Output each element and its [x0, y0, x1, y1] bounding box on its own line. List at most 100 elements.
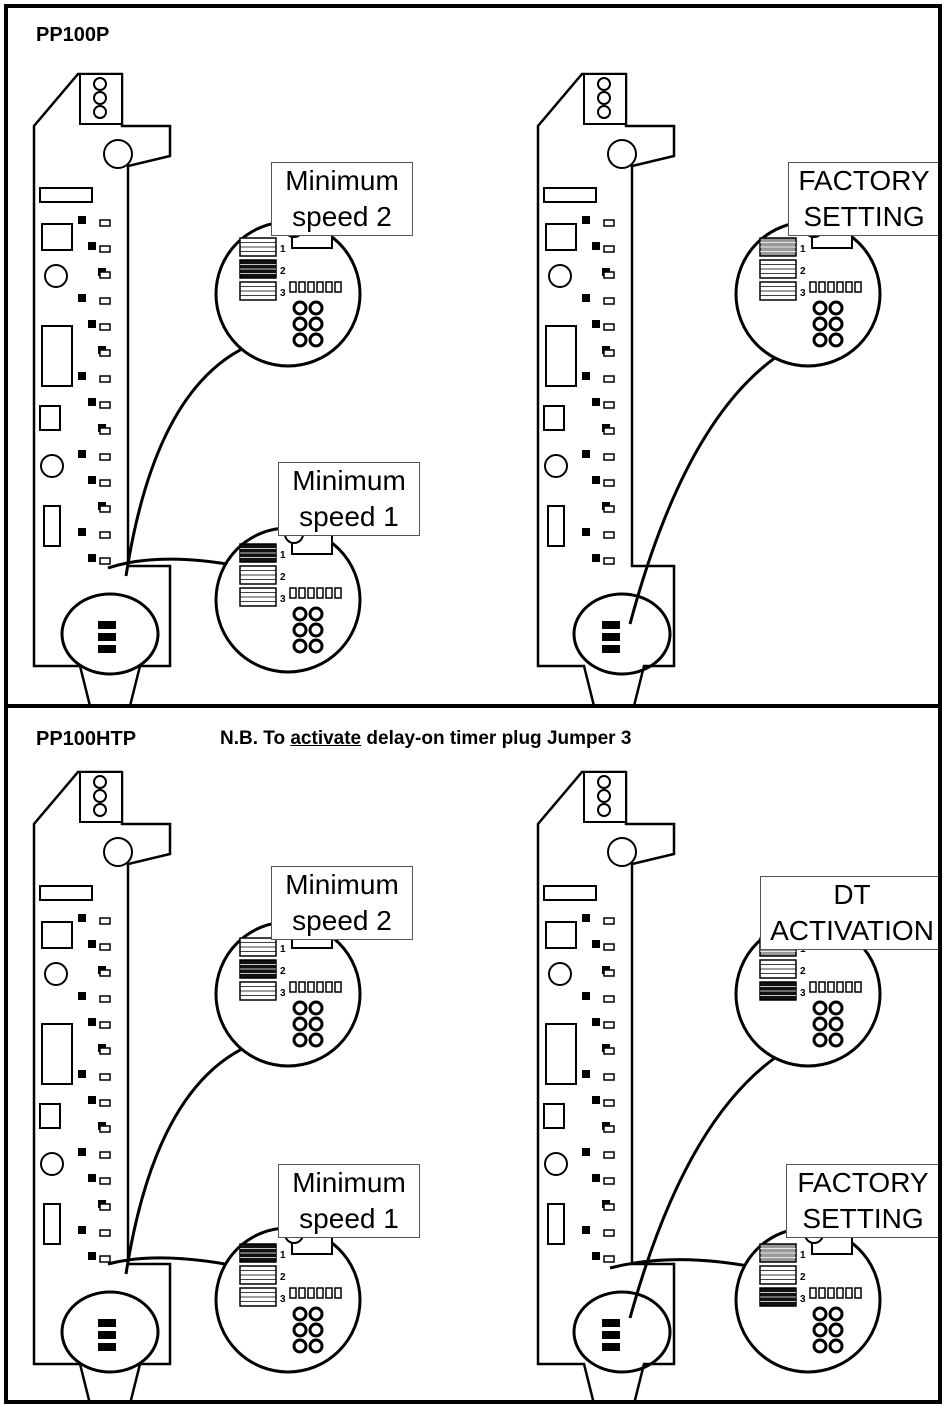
smd-part — [603, 1151, 615, 1159]
pin — [316, 587, 324, 599]
pin — [307, 587, 315, 599]
smd-part — [603, 505, 615, 513]
smd-part — [592, 554, 600, 562]
component — [543, 405, 565, 431]
magnify-ring — [60, 1290, 160, 1374]
header-pin — [308, 332, 324, 348]
smd-part — [592, 1174, 600, 1182]
jumper-mini — [602, 1343, 620, 1351]
jumper-mini — [98, 1319, 116, 1327]
header-pin — [292, 1000, 308, 1016]
screw-icon — [597, 77, 611, 91]
header-pin — [292, 622, 308, 638]
component — [39, 1103, 61, 1129]
smd-part — [99, 1151, 111, 1159]
jumper-number: 1 — [280, 944, 286, 955]
capacitor — [607, 139, 637, 169]
smd-part — [88, 476, 96, 484]
header-pin — [812, 1322, 828, 1338]
smd-part — [592, 398, 600, 406]
smd-part — [582, 1226, 590, 1234]
pin — [298, 587, 306, 599]
jumper-number: 1 — [280, 550, 286, 561]
smd-part — [99, 557, 111, 565]
pin — [307, 981, 315, 993]
smd-part — [78, 372, 86, 380]
header-pin — [812, 1032, 828, 1048]
component — [543, 187, 597, 203]
component — [41, 1023, 73, 1085]
pin — [334, 587, 342, 599]
header-pin — [812, 1016, 828, 1032]
pin — [836, 281, 844, 293]
smd-part — [78, 1070, 86, 1078]
pin — [836, 981, 844, 993]
pcb-board-right — [536, 72, 676, 704]
connector-line — [628, 1046, 791, 1319]
smd-part — [78, 450, 86, 458]
pin — [325, 981, 333, 993]
smd-part — [99, 401, 111, 409]
header-pin — [828, 332, 844, 348]
header-pin — [828, 300, 844, 316]
pin — [809, 281, 817, 293]
smd-part — [603, 1203, 615, 1211]
header-pin — [828, 1016, 844, 1032]
pin — [854, 281, 862, 293]
header-pin — [308, 638, 324, 654]
component — [39, 885, 93, 901]
pin — [316, 281, 324, 293]
smd-part — [99, 245, 111, 253]
jumper-number: 2 — [280, 966, 286, 977]
pin — [818, 981, 826, 993]
screw-icon — [597, 105, 611, 119]
connector-line — [628, 346, 791, 625]
header-pin — [308, 1032, 324, 1048]
smd-part — [603, 297, 615, 305]
pin — [325, 281, 333, 293]
smd-part — [88, 1252, 96, 1260]
zoom-circle — [214, 920, 362, 1068]
pin — [289, 281, 297, 293]
callout-layer: 123 123 123 123 — [60, 918, 882, 1374]
jumper-number: 1 — [800, 1250, 806, 1261]
smd-part — [88, 1018, 96, 1026]
connector-block — [547, 1203, 565, 1245]
jumper-number: 2 — [280, 1272, 286, 1283]
header-pin — [292, 1016, 308, 1032]
pin — [316, 981, 324, 993]
pcb-board-left — [32, 72, 172, 704]
header-pin — [292, 638, 308, 654]
jumper-mini — [98, 633, 116, 641]
component — [39, 187, 93, 203]
screw-icon — [597, 775, 611, 789]
trimmer-icon — [548, 264, 572, 288]
header-pin — [308, 300, 324, 316]
screw-icon — [93, 775, 107, 789]
smd-part — [99, 375, 111, 383]
jumper-number: 1 — [800, 244, 806, 255]
jumper-mini — [602, 1319, 620, 1327]
zoom-circle — [214, 1226, 362, 1374]
screw-icon — [93, 91, 107, 105]
smd-part — [603, 969, 615, 977]
panel-pp100htp: PP100HTP N.B. To activate delay-on timer… — [4, 704, 942, 1404]
header-pin — [292, 300, 308, 316]
header-pin — [292, 332, 308, 348]
smd-part — [603, 943, 615, 951]
zoom-circle — [214, 526, 362, 674]
smd-part — [99, 505, 111, 513]
pin — [827, 281, 835, 293]
header-pin — [308, 1000, 324, 1016]
jumper-number: 3 — [280, 1294, 286, 1305]
smd-part — [603, 1125, 615, 1133]
smd-part — [603, 479, 615, 487]
header-pin — [812, 300, 828, 316]
jumper-mini — [602, 621, 620, 629]
jumper-number: 1 — [280, 244, 286, 255]
jumper-number: 3 — [800, 1294, 806, 1305]
pin — [334, 1287, 342, 1299]
smd-part — [99, 323, 111, 331]
capacitor — [607, 837, 637, 867]
